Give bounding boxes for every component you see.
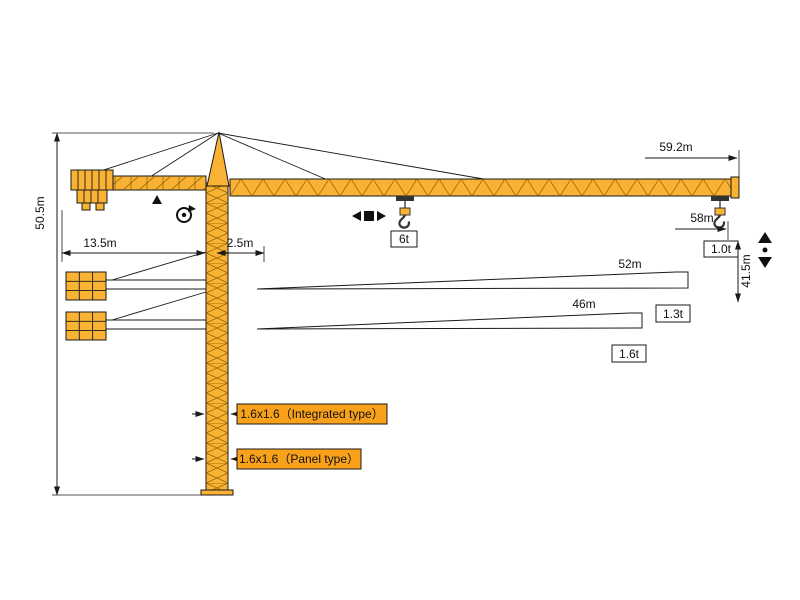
lift-height-label: 41.5m	[739, 254, 753, 287]
anchor-diagonal-upper	[111, 251, 207, 281]
dim-total-height: 50.5m	[33, 132, 233, 496]
counter-jib-label: 13.5m	[83, 236, 116, 250]
load-52m-label: 1.3t	[663, 307, 684, 321]
dim-rear-offset: 2.5m	[216, 236, 265, 262]
pendant-lines	[81, 132, 496, 182]
total-height-label: 50.5m	[33, 196, 47, 229]
anchor-frame-lower	[105, 319, 207, 330]
dim-max-radius: 59.2m	[645, 140, 740, 177]
load-box-46m: 1.6t	[611, 344, 647, 363]
jib-profile-52m	[256, 271, 689, 290]
max-radius-label: 59.2m	[659, 140, 692, 154]
tip-radius-label: 58m	[690, 211, 713, 225]
up-pointer-icon	[152, 195, 162, 204]
load-46m-label: 1.6t	[619, 347, 640, 361]
anchor-diagonal-lower	[111, 291, 207, 321]
load-tip-label: 1.0t	[711, 242, 732, 256]
ballast-stack-lower	[65, 311, 107, 341]
slewing-icon	[176, 205, 196, 223]
ballast-stack-upper	[65, 271, 107, 301]
anchor-frame-upper	[105, 279, 207, 290]
load-box-52m: 1.3t	[655, 304, 691, 323]
load-box-tip: 1.0t	[703, 240, 739, 258]
hook-travel-icon	[758, 232, 772, 268]
mast-panel-label: 1.6x1.6（Panel type）	[239, 452, 359, 466]
mast-base	[200, 489, 234, 496]
load-box-mid: 6t	[390, 230, 418, 248]
jib-tip	[730, 176, 740, 199]
jib-52m-label: 52m	[618, 257, 641, 271]
mast-section-integrated: 1.6x1.6（Integrated type）	[192, 403, 388, 425]
mast-section-panel: 1.6x1.6（Panel type）	[192, 448, 362, 470]
tower-apex	[206, 131, 230, 187]
mast-integrated-label: 1.6x1.6（Integrated type）	[240, 407, 383, 421]
hook-tip	[709, 194, 731, 229]
tower-mast	[200, 182, 234, 496]
jib-profile-46m	[256, 312, 643, 330]
hook-mid	[394, 194, 416, 229]
dim-tip-radius: 58m	[675, 211, 729, 240]
jib-46m-label: 46m	[572, 297, 595, 311]
jib	[229, 176, 740, 199]
trolley-travel-icon	[352, 211, 386, 221]
counterweight	[70, 169, 114, 211]
dim-lift-height: 41.5m	[735, 240, 753, 303]
load-mid-label: 6t	[399, 232, 410, 246]
dim-counter-jib: 13.5m	[61, 210, 206, 262]
rear-offset-label: 2.5m	[227, 236, 254, 250]
